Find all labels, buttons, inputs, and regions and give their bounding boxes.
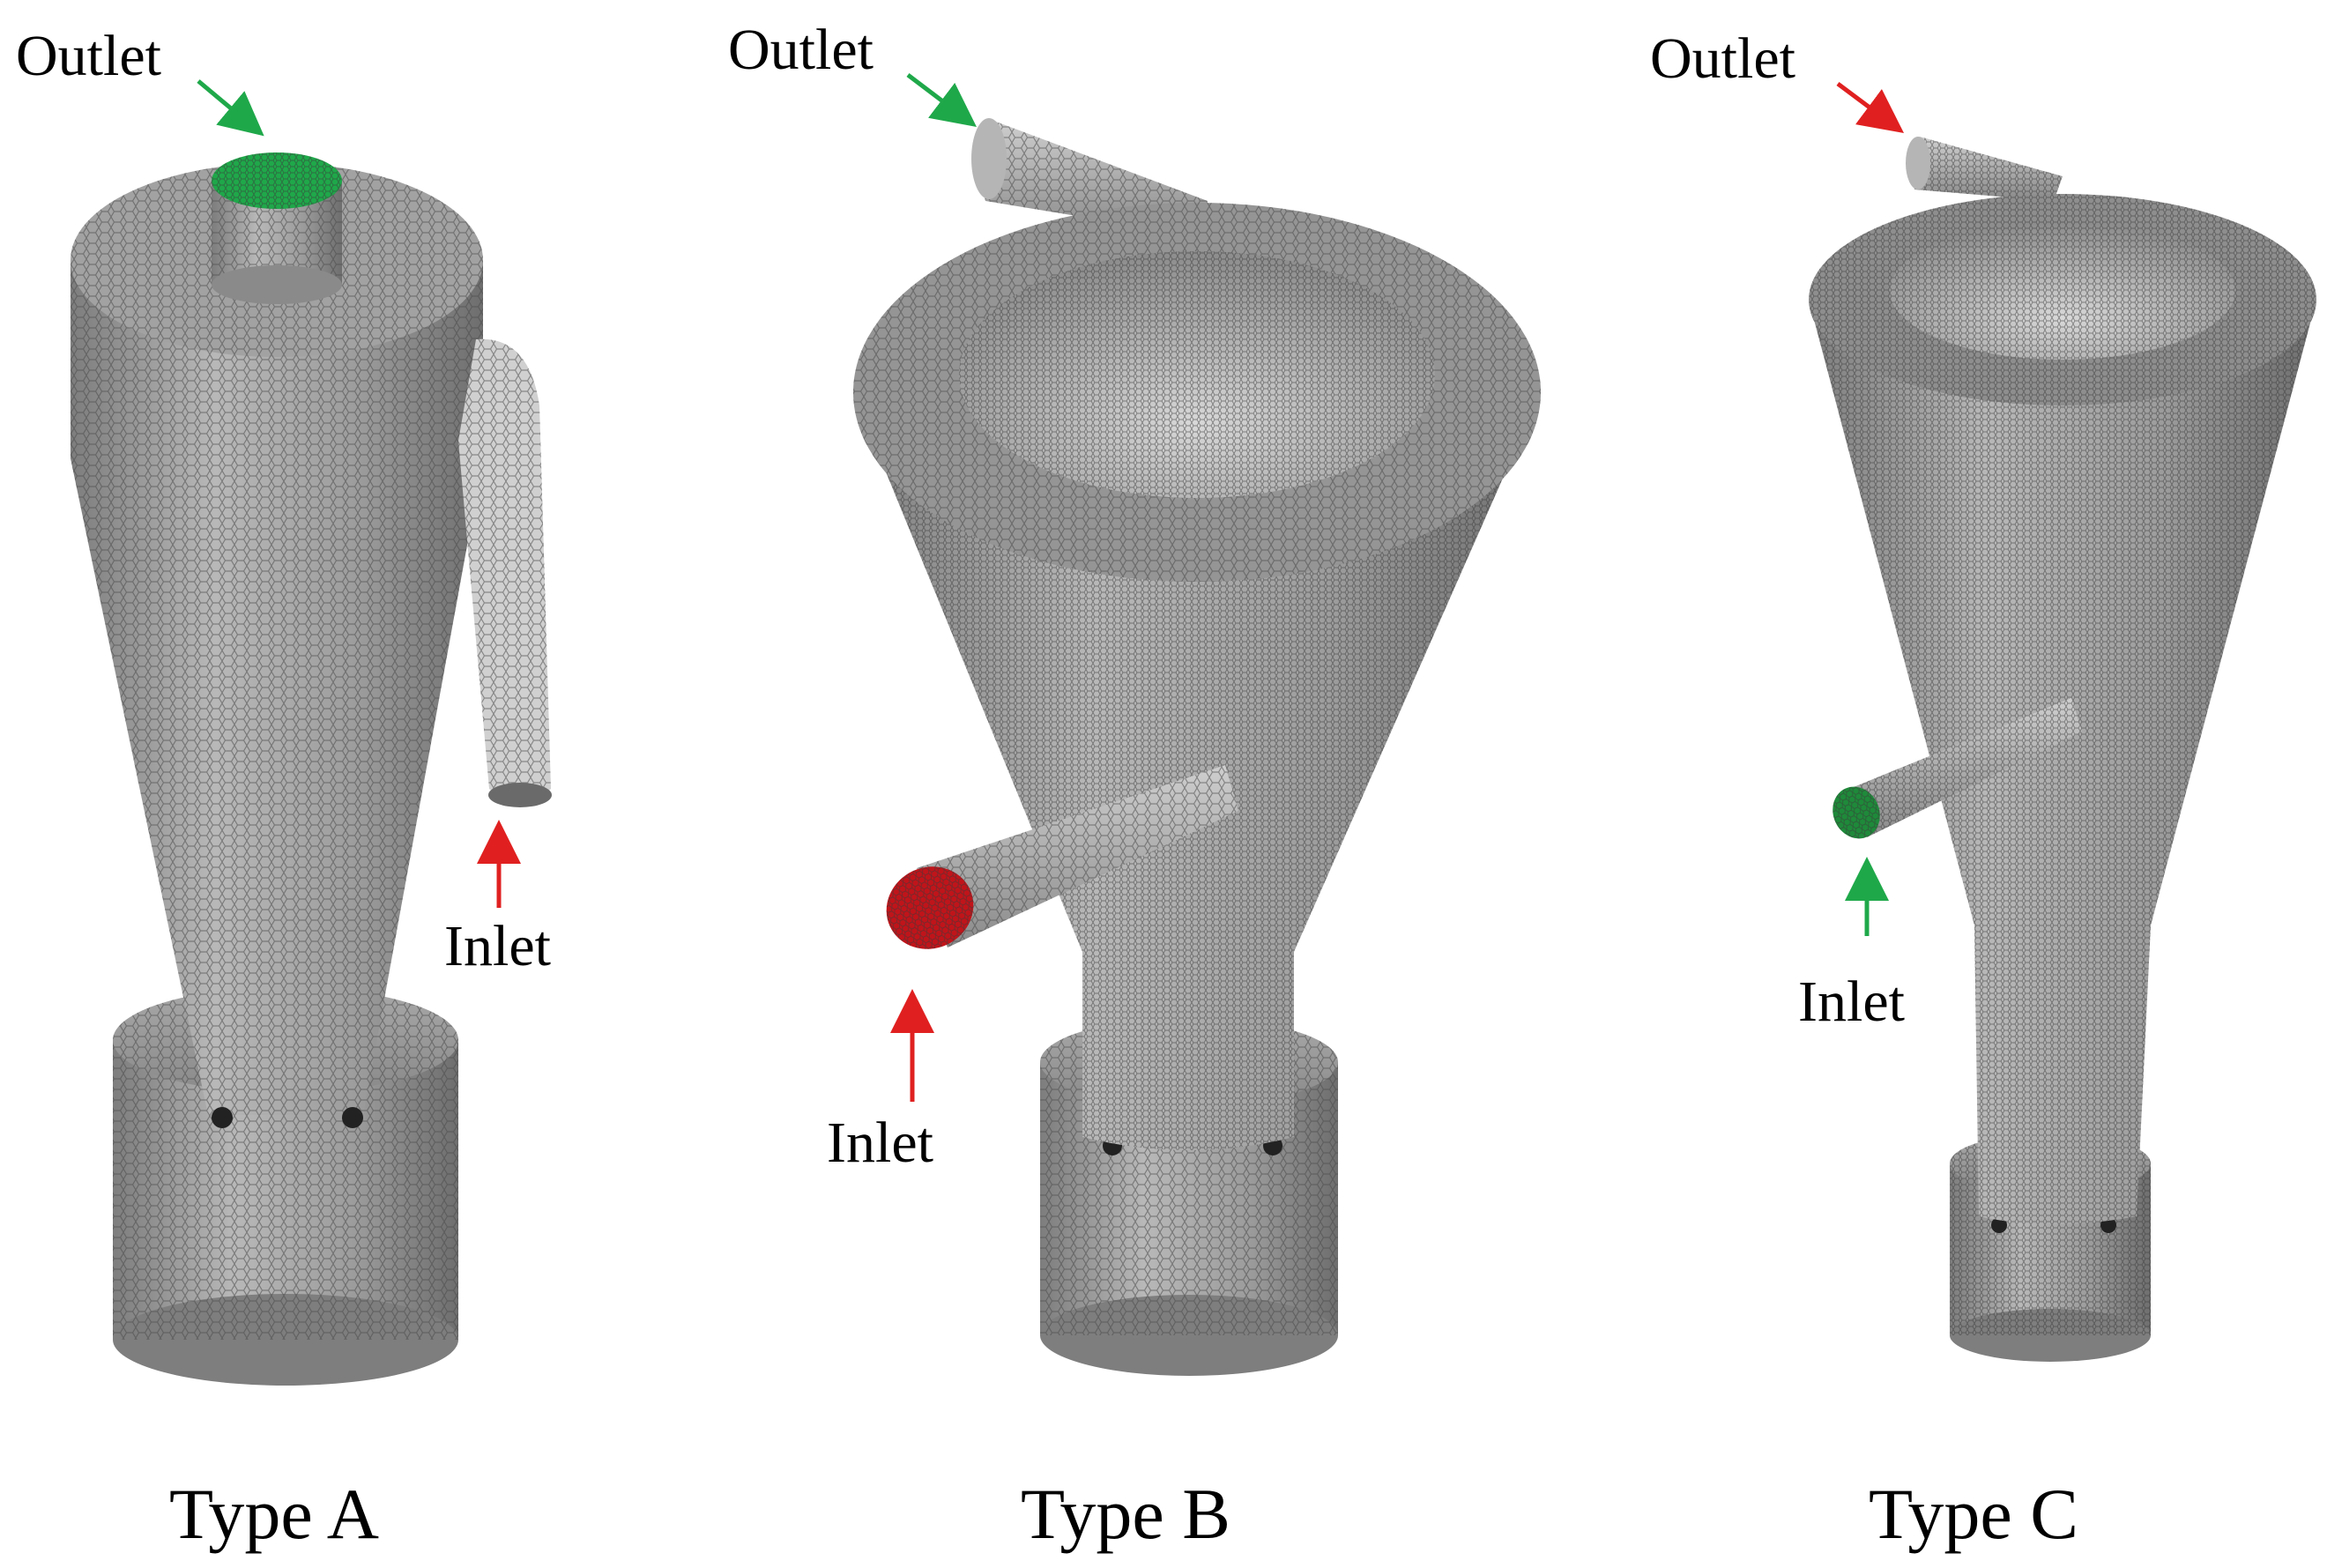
type-c-outlet-label: Outlet xyxy=(1650,26,1795,91)
type-a-inlet-label: Inlet xyxy=(444,914,551,978)
type-c-inlet-pipe xyxy=(1833,698,2082,839)
type-c-rim xyxy=(1809,194,2316,405)
panel-type-c: Outlet Inlet Type C xyxy=(1650,26,2316,1554)
type-c-outlet-arrow xyxy=(1836,81,1905,133)
type-c-caption: Type C xyxy=(1869,1474,2078,1554)
type-b-rim xyxy=(853,203,1541,582)
type-b-outlet-label: Outlet xyxy=(728,18,874,82)
type-c-outlet-pipe xyxy=(1906,137,2063,201)
type-c-inlet-label: Inlet xyxy=(1798,970,1905,1034)
type-b-inlet-pipe xyxy=(886,765,1238,949)
type-b-caption: Type B xyxy=(1021,1474,1230,1554)
panel-type-b: Outlet Inlet Type B xyxy=(728,18,1541,1554)
type-a-vortex-finder xyxy=(212,152,342,304)
type-b-outlet-arrow xyxy=(906,73,977,128)
type-b-cone xyxy=(853,392,1541,1150)
panel-type-a: Outlet Inlet Type A xyxy=(16,24,552,1554)
type-b-inlet-label: Inlet xyxy=(827,1111,933,1175)
type-a-outlet-label: Outlet xyxy=(16,24,161,88)
type-a-caption: Type A xyxy=(169,1474,379,1554)
type-a-outlet-arrow xyxy=(197,79,264,137)
type-c-cone xyxy=(1809,300,2316,1224)
type-a-cyclone-body xyxy=(71,260,483,1128)
type-a-inlet-pipe xyxy=(458,338,552,807)
